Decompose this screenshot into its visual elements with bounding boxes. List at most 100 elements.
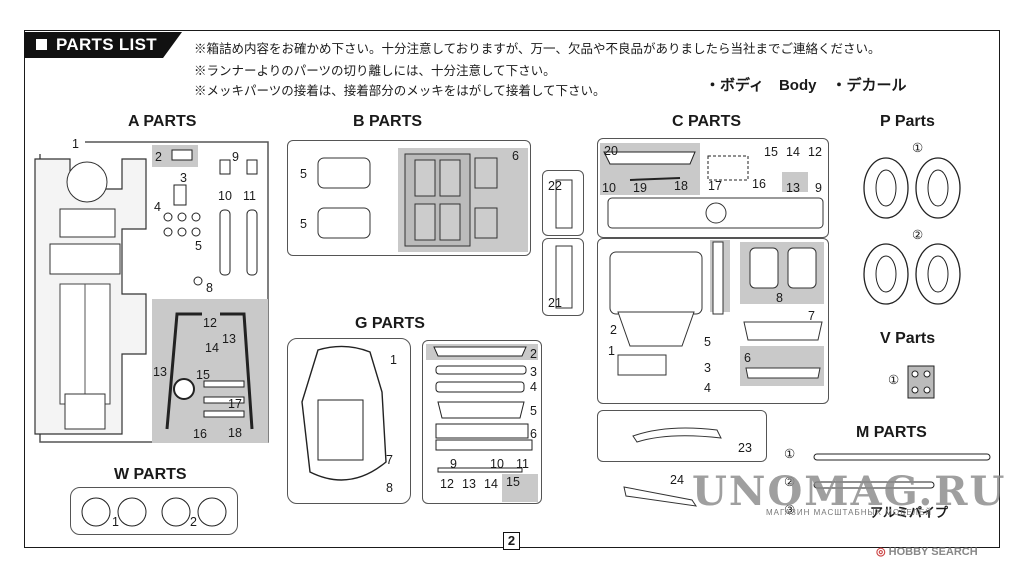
c-label-18: 18 — [674, 179, 688, 193]
a-label-16: 16 — [193, 427, 207, 441]
p-tires-drawing — [863, 157, 961, 305]
a-label-4: 4 — [154, 200, 161, 214]
parts-list-banner: PARTS LIST — [24, 32, 182, 58]
c-label-1: 1 — [608, 344, 615, 358]
a-label-18: 18 — [228, 426, 242, 440]
a-label-1: 1 — [72, 137, 79, 151]
page-number: 2 — [503, 532, 520, 550]
c-label-13: 13 — [786, 181, 800, 195]
m-pipes-drawing — [813, 453, 991, 489]
notice-2: ※ランナーよりのパーツの切り離しには、十分注意して下さい。 — [194, 64, 556, 78]
a-label-11: 11 — [243, 189, 256, 203]
g15-shade — [502, 474, 538, 502]
w-parts-drawing — [81, 497, 227, 527]
c-label-22: 22 — [548, 179, 562, 193]
c-label-6: 6 — [744, 351, 751, 365]
g-label-1: 1 — [390, 353, 397, 367]
notice-1: ※箱詰め内容をお確かめ下さい。十分注意しておりますが、万一、欠品や不良品がありま… — [194, 42, 881, 56]
m-label-2: ② — [784, 475, 796, 489]
g-label-9: 9 — [450, 457, 457, 471]
credit-logo: ◎ HOBBY SEARCH — [876, 545, 978, 558]
g-label-10: 10 — [490, 457, 504, 471]
g-body-drawing — [301, 345, 387, 481]
c-label-23: 23 — [738, 441, 752, 455]
a-label-13: 13 — [222, 332, 236, 346]
c-label-2: 2 — [610, 323, 617, 337]
c-label-4: 4 — [704, 381, 711, 395]
c-label-15: 15 — [764, 145, 778, 159]
watermark-logo: UNOMAG.RU — [692, 468, 1007, 515]
c-label-19: 19 — [633, 181, 647, 195]
chassis-frame-drawing — [34, 141, 269, 443]
c-label-16: 16 — [752, 177, 766, 191]
a-label-14: 14 — [205, 341, 219, 355]
a-label-12: 12 — [203, 316, 217, 330]
a-suspension-drawing — [165, 312, 254, 430]
w-label-1: 1 — [112, 515, 119, 529]
hobby-search-icon: ◎ — [876, 546, 889, 558]
notice-3: ※メッキパーツの接着は、接着部分のメッキをはがして接着して下さい。 — [194, 84, 606, 98]
p-parts-header: P Parts — [880, 113, 935, 130]
c21-22-drawing — [555, 179, 573, 309]
body-decal-legend: ・ボディ Body ・デカール — [705, 77, 907, 94]
c-label-8: 8 — [776, 291, 783, 305]
c-label-12: 12 — [808, 145, 822, 159]
w-label-2: 2 — [190, 515, 197, 529]
c-parts-drawing — [603, 151, 824, 379]
aluminium-pipe-label: アルミパイプ — [870, 505, 948, 520]
m-label-1: ① — [784, 447, 796, 461]
a-label-8: 8 — [206, 281, 213, 295]
c23-drawing — [632, 427, 722, 443]
a-label-13b: 13 — [153, 365, 167, 379]
c-label-9: 9 — [815, 181, 822, 195]
a-label-17: 17 — [228, 397, 242, 411]
c-label-10: 10 — [602, 181, 616, 195]
c13-shade — [782, 172, 808, 192]
g-label-8: 8 — [386, 481, 393, 495]
g-label-6: 6 — [530, 427, 537, 441]
m-label-3: ③ — [784, 503, 796, 517]
b-parts-drawing — [317, 153, 498, 247]
m-parts-header: M PARTS — [856, 424, 927, 441]
a-label-3: 3 — [180, 171, 187, 185]
c-label-24: 24 — [670, 473, 684, 487]
a-label-15: 15 — [196, 368, 210, 382]
g-label-14: 14 — [484, 477, 498, 491]
a-label-2: 2 — [155, 150, 162, 164]
g-label-3: 3 — [530, 365, 537, 379]
c-parts-header: C PARTS — [672, 113, 742, 130]
v-part-drawing — [907, 365, 935, 399]
g-label-4: 4 — [530, 380, 537, 394]
a-label-9: 9 — [232, 150, 239, 164]
g-label-13: 13 — [462, 477, 476, 491]
a-label-5: 5 — [195, 239, 202, 253]
c-label-3: 3 — [704, 361, 711, 375]
g-label-5: 5 — [530, 404, 537, 418]
c24-drawing — [623, 486, 698, 507]
v-parts-header: V Parts — [880, 330, 936, 347]
g-small-drawing — [433, 346, 533, 473]
w-parts-header: W PARTS — [114, 466, 187, 483]
c-label-20: 20 — [604, 144, 618, 158]
credit-text: HOBBY SEARCH — [888, 546, 978, 558]
a-parts-header: A PARTS — [128, 113, 197, 130]
v-label-1: ① — [888, 373, 900, 387]
c-label-14: 14 — [786, 145, 800, 159]
g-parts-header: G PARTS — [355, 315, 425, 332]
c6-shade — [740, 346, 824, 386]
g-label-7: 7 — [386, 453, 393, 467]
g-label-2: 2 — [530, 347, 537, 361]
c-label-21: 21 — [548, 296, 562, 310]
b-label-6: 6 — [512, 149, 519, 163]
c-label-5: 5 — [704, 335, 711, 349]
a-label-10: 10 — [218, 189, 232, 203]
a-small-parts-drawing — [163, 149, 258, 286]
c-label-17: 17 — [708, 179, 722, 193]
b-parts-header: B PARTS — [353, 113, 423, 130]
g-label-15: 15 — [506, 475, 520, 489]
p-label-2: ② — [912, 228, 924, 242]
g-label-11: 11 — [516, 457, 529, 471]
c-label-7: 7 — [808, 309, 815, 323]
b-label-5b: 5 — [300, 217, 307, 231]
g-label-12: 12 — [440, 477, 454, 491]
